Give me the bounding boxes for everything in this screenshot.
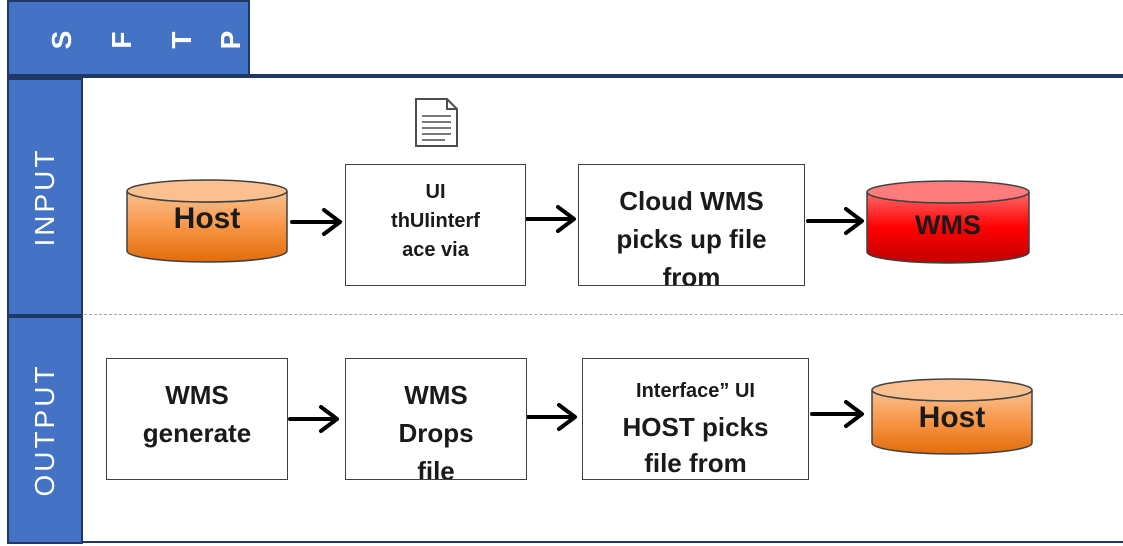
document-icon: [415, 98, 458, 147]
wms-label: WMS: [915, 210, 981, 240]
arrow-host-to-ui: [290, 208, 342, 236]
arrow-cloud-to-wms: [806, 207, 864, 235]
arrow-drops-to-interface: [526, 403, 577, 431]
box-line: Drops: [398, 418, 474, 448]
host-database-input: [126, 179, 288, 263]
process-box-interface-host: Interface” UI HOST picks file from: [582, 358, 809, 480]
box-line: WMS: [404, 380, 468, 410]
arrow-generate-to-drops: [288, 405, 339, 433]
box-line: from: [662, 262, 721, 286]
box-line: picks up file: [616, 224, 767, 254]
lane-input-label: INPUT: [7, 78, 83, 316]
lane-output-label: OUTPUT: [7, 316, 83, 544]
box-line: HOST picks: [622, 412, 769, 442]
process-box-wms-drops: WMS Drops file: [345, 358, 527, 480]
process-box-wms-generate: WMS generate: [106, 358, 288, 480]
box-line: WMS: [165, 380, 229, 410]
host-output-label: Host: [918, 401, 986, 434]
box-line: UI: [425, 181, 446, 203]
top-divider: [7, 74, 1123, 78]
box-line: file: [417, 456, 455, 480]
host-input-label: Host: [173, 202, 241, 235]
lane-divider: [84, 314, 1123, 315]
arrow-interface-to-host: [810, 400, 864, 428]
box-line: Cloud WMS: [619, 186, 764, 216]
box-line: thUIinterf: [391, 210, 480, 232]
sftp-tab: S F T P: [7, 0, 250, 76]
arrow-ui-to-cloud: [525, 205, 576, 233]
box-line: file from: [644, 448, 747, 478]
process-box-cloud-wms: Cloud WMS picks up file from: [578, 164, 805, 286]
process-box-ui-interface: UI thUIinterf ace via: [345, 164, 526, 286]
box-line: generate: [142, 418, 252, 448]
box-line: Interface” UI: [636, 380, 755, 402]
host-database-output: [871, 378, 1033, 455]
box-line: ace via: [402, 239, 469, 261]
bottom-divider: [7, 541, 1123, 543]
wms-database: [866, 180, 1030, 264]
